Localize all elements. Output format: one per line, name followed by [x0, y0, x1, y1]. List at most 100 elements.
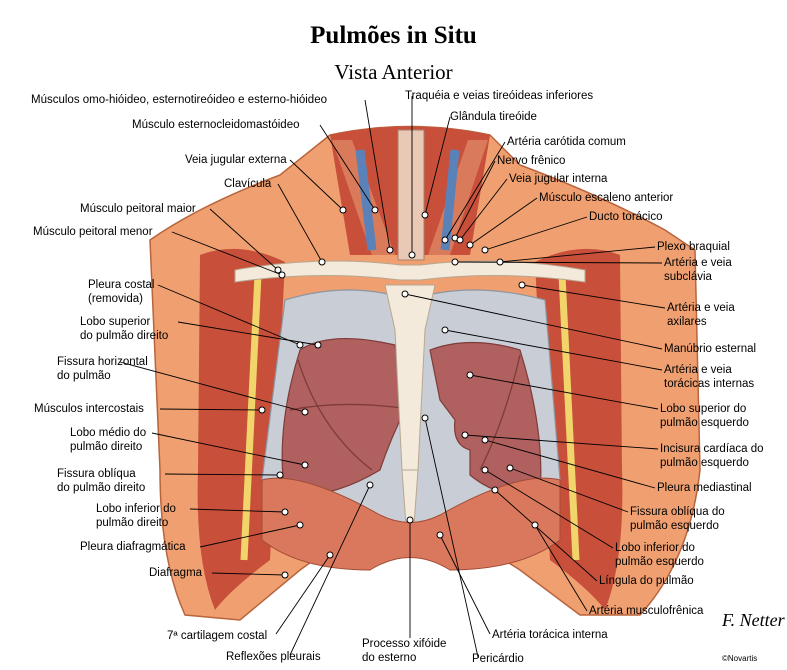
leader-line-lobo-sup-esq: [469, 374, 659, 410]
left-oblique-fissure: [479, 354, 521, 471]
pointer-dot-lobo-medio: [301, 461, 309, 469]
label-fissura-obl-esq-2: pulmão esquerdo: [630, 520, 719, 532]
pointer-dot-glandula: [421, 211, 429, 219]
label-axilares-2: axilares: [667, 316, 707, 328]
leader-line-diafragma: [211, 572, 286, 576]
leader-line-jugular-interna: [459, 178, 508, 241]
pointer-dot-peitoral-menor: [278, 271, 286, 279]
leader-line-lobo-sup-dir: [177, 321, 319, 346]
leader-line-intercostais: [159, 408, 263, 411]
label-lobo-sup-esq-2: pulmão esquerdo: [660, 417, 749, 429]
pointer-dot-subclavia: [451, 258, 459, 266]
leader-line-pericardio: [424, 417, 479, 658]
label-pleura-diafrag: Pleura diafragmática: [80, 541, 186, 553]
leader-line-plexo: [499, 246, 656, 263]
pointer-dot-cartilagem: [326, 551, 334, 559]
pointer-dot-pleura-diafrag: [296, 521, 304, 529]
label-musculofrenica: Artéria musculofrênica: [589, 605, 704, 617]
artist-signature: F. Netter: [722, 610, 785, 630]
pointer-dot-escaleno: [466, 241, 474, 249]
right-lung: [281, 337, 406, 497]
pointer-dot-plexo: [496, 258, 504, 266]
leader-line-pleura-diafrag: [199, 524, 301, 548]
label-peitoral-menor: Músculo peitoral menor: [33, 226, 153, 238]
jugular-vein-left: [440, 149, 460, 251]
leader-line-lingula: [494, 489, 598, 582]
label-fissura-obl-dir-2: do pulmão direito: [57, 482, 146, 494]
trachea: [397, 129, 425, 261]
pointer-dot-pericardio: [421, 414, 429, 422]
pointer-dot-lobo-sup-esq: [466, 371, 474, 379]
jugular-vein-right: [355, 149, 377, 251]
leader-line-musculofrenica: [534, 524, 588, 612]
pointer-dot-manubrio: [401, 290, 409, 298]
label-peitoral-maior: Músculo peitoral maior: [80, 203, 196, 215]
leader-line-peitoral-menor: [171, 231, 283, 276]
label-processo-2: do esterno: [362, 652, 417, 664]
leader-line-pleura-mediastinal: [484, 439, 656, 489]
pointer-dot-fissura-obl-dir: [276, 471, 284, 479]
pointer-markers: [258, 206, 539, 579]
fat-right: [240, 274, 262, 561]
label-traqueia: Traquéia e veias tireóideas inferiores: [405, 90, 594, 102]
label-lobo-sup-dir-2: do pulmão direito: [80, 330, 169, 342]
label-toracicas-int-2: torácicas internas: [664, 378, 755, 390]
label-reflexoes: Reflexões pleurais: [226, 651, 321, 663]
pointer-dot-pleura-mediastinal: [481, 436, 489, 444]
label-incisura-1: Incisura cardíaca do: [660, 443, 764, 455]
leader-line-fissura-obl-esq: [509, 467, 629, 513]
pointer-dot-lobo-inf-dir: [281, 508, 289, 516]
leader-lines: [119, 96, 666, 658]
leader-line-axilares: [521, 284, 666, 309]
label-jugular-externa: Veia jugular externa: [185, 154, 287, 166]
label-lobo-inf-esq-1: Lobo inferior do: [615, 542, 695, 554]
label-lobo-inf-esq-2: pulmão esquerdo: [615, 556, 704, 568]
label-fissura-obl-dir-1: Fissura oblíqua: [57, 468, 136, 480]
label-omohioideo: Músculos omo-hióideo, esternotireóideo e…: [31, 94, 327, 106]
pointer-dot-processo: [406, 516, 414, 524]
leader-line-toracicas-int: [444, 329, 663, 371]
label-manubrio: Manúbrio esternal: [664, 343, 757, 355]
label-ducto: Ducto torácico: [589, 211, 663, 223]
pointer-dot-lingula: [491, 486, 499, 494]
label-fissura-obl-esq-1: Fissura oblíqua do: [630, 506, 725, 518]
pointer-dot-diafragma: [281, 571, 289, 579]
label-lingula: Língula do pulmão: [599, 575, 694, 587]
leader-line-fissura-horiz: [119, 361, 306, 413]
pointer-dot-musculofrenica: [531, 521, 539, 529]
label-pleura-mediastinal: Pleura mediastinal: [657, 482, 752, 494]
leader-line-subclavia: [454, 261, 663, 264]
leader-line-fissura-obl-dir: [164, 473, 281, 476]
page-subtitle: Vista Anterior: [334, 60, 453, 84]
label-fissura-horiz-2: do pulmão: [57, 370, 111, 382]
label-lobo-sup-dir-1: Lobo superior: [80, 316, 151, 328]
leader-line-manubrio: [404, 293, 663, 350]
label-glandula: Glândula tireóide: [450, 111, 537, 123]
pointer-dot-fissura-obl-esq: [506, 464, 514, 472]
leader-line-carotida: [444, 141, 506, 241]
label-lobo-inf-dir-1: Lobo inferior do: [96, 503, 176, 515]
leader-line-lobo-medio: [151, 432, 306, 466]
label-incisura-2: pulmão esquerdo: [660, 457, 749, 469]
leader-line-jugular-externa: [289, 159, 344, 211]
pointer-dot-clavicula: [318, 258, 326, 266]
leader-line-ducto: [484, 216, 588, 251]
label-plexo: Plexo braquial: [657, 241, 730, 253]
right-oblique-fissure: [297, 359, 373, 471]
label-jugular-interna: Veia jugular interna: [509, 173, 608, 185]
pointer-dot-traqueia: [408, 251, 416, 259]
label-frenico: Nervo frênico: [497, 155, 566, 167]
leader-line-esternocleido: [319, 124, 376, 211]
pointer-dot-lobo-inf-esq: [481, 466, 489, 474]
label-carotida: Artéria carótida comum: [507, 136, 626, 148]
label-fissura-horiz-1: Fissura horizontal: [57, 356, 148, 368]
page-title: Pulmões in Situ: [310, 22, 477, 49]
pointer-dot-esternocleido: [371, 206, 379, 214]
pointer-dot-toracica-interna: [436, 531, 444, 539]
pointer-dot-ducto: [481, 246, 489, 254]
leader-line-cartilagem: [275, 554, 331, 635]
pointer-dot-fissura-horiz: [301, 408, 309, 416]
label-toracica-interna: Artéria torácica interna: [492, 629, 608, 641]
